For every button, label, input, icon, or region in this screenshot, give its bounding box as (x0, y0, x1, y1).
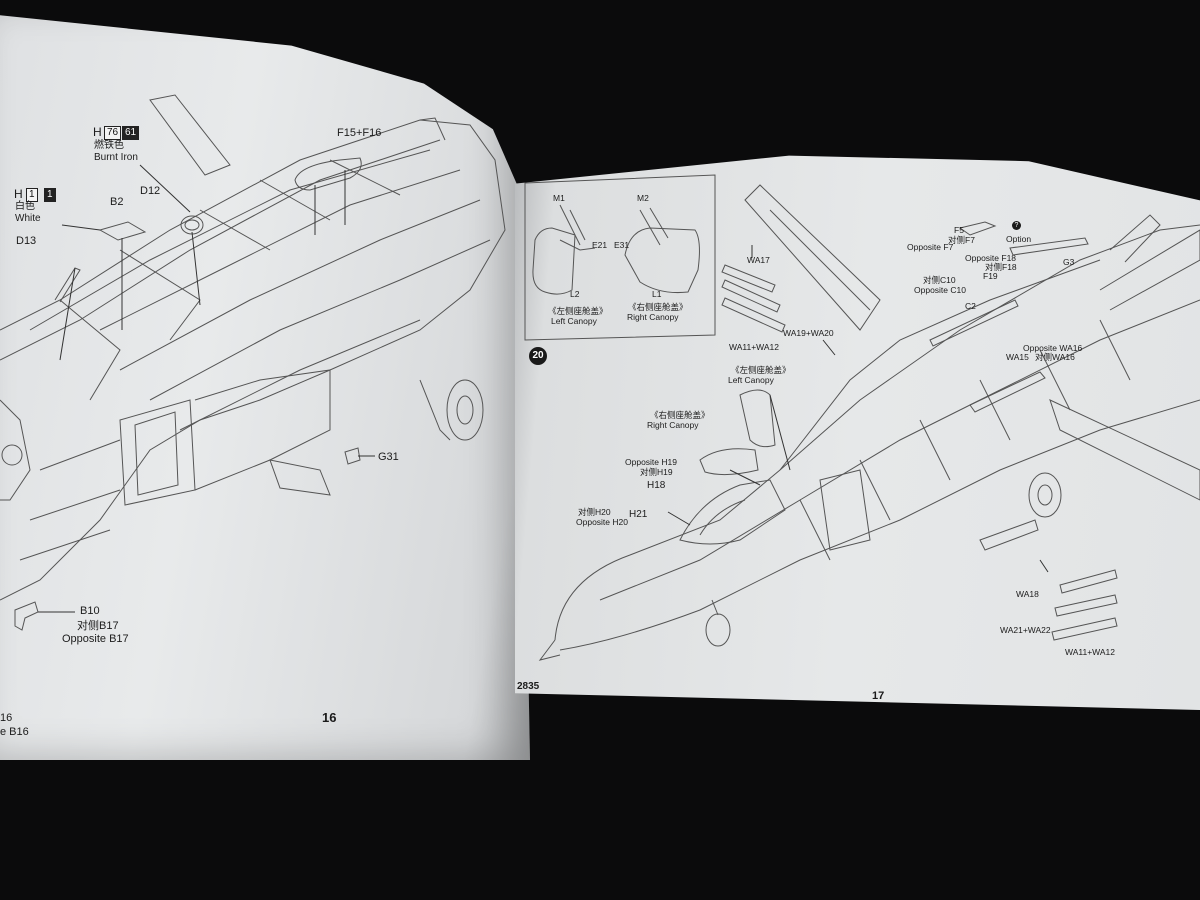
right-inset-box (524, 174, 716, 341)
part-label-b17-cn: 对侧B17 (77, 620, 119, 632)
part-label-wa21-wa22: WA21+WA22 (1000, 625, 1051, 635)
left-edge-number: 2835 (517, 681, 540, 692)
inset-label-m1: M1 (553, 193, 565, 203)
option-label: Option (1006, 234, 1032, 244)
inset-right-canopy-cn: 《右侧座舱盖》 (628, 302, 688, 312)
part-label-wa15: WA15 (1006, 352, 1029, 362)
part-label-c10-cn: 对侧C10 (923, 275, 956, 285)
inset-label-e31: E31 (614, 240, 630, 250)
step-number-badge: 20 (529, 347, 547, 365)
right-canopy-cn: 《右侧座舱盖》 (650, 410, 710, 420)
part-label-b16-cut-2: e B16 (0, 726, 29, 738)
part-label-h18: H18 (647, 480, 666, 491)
right-aircraft-illustration (538, 184, 1200, 661)
part-label-f18-en: Opposite F18 (965, 253, 1017, 263)
left-aircraft-illustration (0, 94, 506, 631)
part-label-f7-en: Opposite F7 (907, 242, 954, 252)
inset-right-canopy-en: Right Canopy (627, 312, 679, 322)
part-label-f5: F5 (954, 225, 964, 235)
part-label-b2: B2 (110, 196, 124, 208)
part-label-b17-en: Opposite B17 (62, 633, 129, 645)
paint-name-en-white: White (15, 213, 41, 224)
part-label-b10: B10 (80, 605, 100, 617)
part-label-f19: F19 (983, 271, 998, 281)
paint-name-en-burnt-iron: Burnt Iron (94, 152, 138, 163)
right-canopy-en: Right Canopy (647, 420, 699, 430)
part-label-h19-en: Opposite H19 (625, 457, 677, 467)
paint-code-b-burnt-iron: 61 (122, 126, 140, 140)
part-label-h21: H21 (629, 509, 648, 520)
part-label-d13: D13 (16, 235, 37, 247)
right-page (515, 155, 1200, 710)
inset-left-canopy-cn: 《左侧座舱盖》 (548, 306, 608, 316)
part-label-wa18: WA18 (1016, 589, 1039, 599)
left-canopy-cn: 《左侧座舱盖》 (731, 365, 791, 375)
left-canopy-en: Left Canopy (728, 375, 774, 385)
part-label-wa11-wa12-lower: WA11+WA12 (1065, 647, 1115, 657)
part-label-f7-cn: 对侧F7 (948, 235, 975, 245)
part-label-g3: G3 (1063, 257, 1075, 267)
page-number-left: 16 (322, 710, 337, 725)
part-label-g31: G31 (378, 451, 399, 463)
part-label-wa17: WA17 (747, 255, 770, 265)
option-icon: ? (1012, 221, 1021, 230)
inset-label-l1: L1 (652, 289, 662, 299)
inset-left-canopy-en: Left Canopy (551, 316, 597, 326)
part-label-f18-cn: 对侧F18 (985, 262, 1017, 272)
part-label-h20-en: Opposite H20 (576, 517, 628, 527)
part-label-d12: D12 (140, 185, 161, 197)
inset-label-e21: E21 (592, 240, 608, 250)
part-label-h20-cn: 对侧H20 (578, 507, 611, 517)
part-label-wa19-wa20: WA19+WA20 (783, 328, 834, 338)
paint-name-cn-white: 白色 (15, 201, 35, 212)
paint-code-b-white: 1 (44, 188, 56, 202)
part-label-c2: C2 (965, 301, 976, 311)
paint-name-cn-burnt-iron: 燃铁色 (94, 140, 124, 151)
paint-code-a-white: 1 (26, 188, 38, 202)
part-label-wa11-wa12-upper: WA11+WA12 (729, 342, 779, 352)
inset-label-m2: M2 (637, 193, 649, 203)
part-label-wa16-cn: 对侧WA16 (1035, 352, 1075, 362)
part-label-h19-cn: 对侧H19 (640, 467, 673, 477)
part-label-wa16-en: Opposite WA16 (1023, 343, 1083, 353)
paint-letter-burnt-iron: H (93, 125, 102, 139)
paint-letter-white: H (14, 187, 23, 201)
part-label-c10-en: Opposite C10 (914, 285, 966, 295)
part-label-f15-f16: F15+F16 (337, 127, 382, 139)
paint-code-a-burnt-iron: 76 (104, 126, 122, 140)
page-number-right: 17 (872, 690, 885, 702)
inset-label-l2: L2 (570, 289, 580, 299)
part-label-b16-cut: 16 (0, 712, 13, 724)
